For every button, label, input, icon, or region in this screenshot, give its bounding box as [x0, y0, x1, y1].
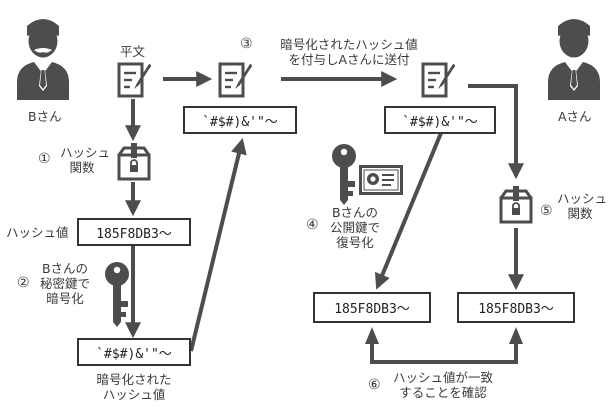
step2-label: Bさんの 秘密鍵で 暗号化 [36, 261, 94, 306]
encrypted-hash-caption-line2: ハッシュ値 [102, 387, 166, 402]
person-b-label: Bさん [28, 109, 62, 124]
plaintext-document-icon [117, 62, 151, 98]
step2-label-line2: 秘密鍵で [39, 276, 90, 291]
decrypted-hash-box: 185F8DB3～ [313, 292, 431, 323]
step4-label-line3: 復号化 [336, 235, 374, 250]
step5-label: ハッシュ 関数 [557, 191, 608, 221]
step3-label: 暗号化されたハッシュ値 を付与しAさんに送付 [264, 37, 434, 67]
step5-label-line1: ハッシュ [557, 191, 608, 206]
encrypted-hash-box-sender: `#$#)&'"～ [77, 338, 191, 366]
step1-label: ハッシュ 関数 [60, 145, 111, 175]
person-a-icon [548, 19, 600, 100]
step4-label: Bさんの 公開鍵で 復号化 [326, 205, 384, 250]
arrow-received-to-hash-fn [468, 84, 524, 180]
public-key-icon [332, 144, 356, 205]
step3-number: ③ [240, 36, 253, 52]
step6-number: ⑥ [368, 377, 381, 393]
received-document-icon [421, 62, 455, 98]
step6-label: ハッシュ値が一致 することを確認 [388, 370, 498, 400]
hash-value-box-sender: 185F8DB3～ [77, 218, 191, 246]
step1-number: ① [38, 151, 51, 167]
certificate-icon [359, 165, 403, 195]
step2-label-line3: 暗号化 [46, 291, 84, 306]
step4-label-line1: Bさんの [331, 205, 379, 220]
step4-label-line2: 公開鍵で [329, 220, 380, 235]
secret-key-icon [105, 262, 129, 327]
step2-label-line1: Bさんの [41, 261, 89, 276]
arrow-decrypt [374, 132, 443, 290]
step2-number: ② [17, 275, 30, 291]
person-a-label: Aさん [558, 109, 592, 124]
hash-function-box-icon [117, 143, 151, 181]
hash-function-box-icon-right [499, 186, 533, 224]
step3-label-line2: を付与しAさんに送付 [288, 52, 410, 67]
encrypted-hash-attached-box: `#$#)&'"～ [183, 106, 297, 134]
step5-label-line2: 関数 [567, 206, 593, 221]
plaintext-label: 平文 [120, 44, 146, 59]
person-b-icon [17, 19, 69, 100]
step1-label-line2: 関数 [69, 160, 95, 175]
step6-label-line2: することを確認 [399, 385, 487, 400]
arrow-encrypted-to-attached [189, 138, 247, 352]
encrypted-hash-caption: 暗号化された ハッシュ値 [82, 372, 186, 402]
attached-document-icon [218, 62, 252, 98]
hash-value-label: ハッシュ値 [6, 225, 69, 240]
step5-number: ⑤ [540, 203, 553, 219]
step3-label-line1: 暗号化されたハッシュ値 [280, 37, 418, 52]
step6-label-line1: ハッシュ値が一致 [392, 370, 493, 385]
step4-number: ④ [306, 217, 319, 233]
encrypted-hash-caption-line1: 暗号化された [96, 372, 172, 387]
computed-hash-box: 185F8DB3～ [457, 292, 575, 323]
encrypted-hash-received-box: `#$#)&'"～ [384, 106, 496, 134]
step1-label-line1: ハッシュ [60, 145, 111, 160]
compare-bracket [370, 342, 518, 364]
